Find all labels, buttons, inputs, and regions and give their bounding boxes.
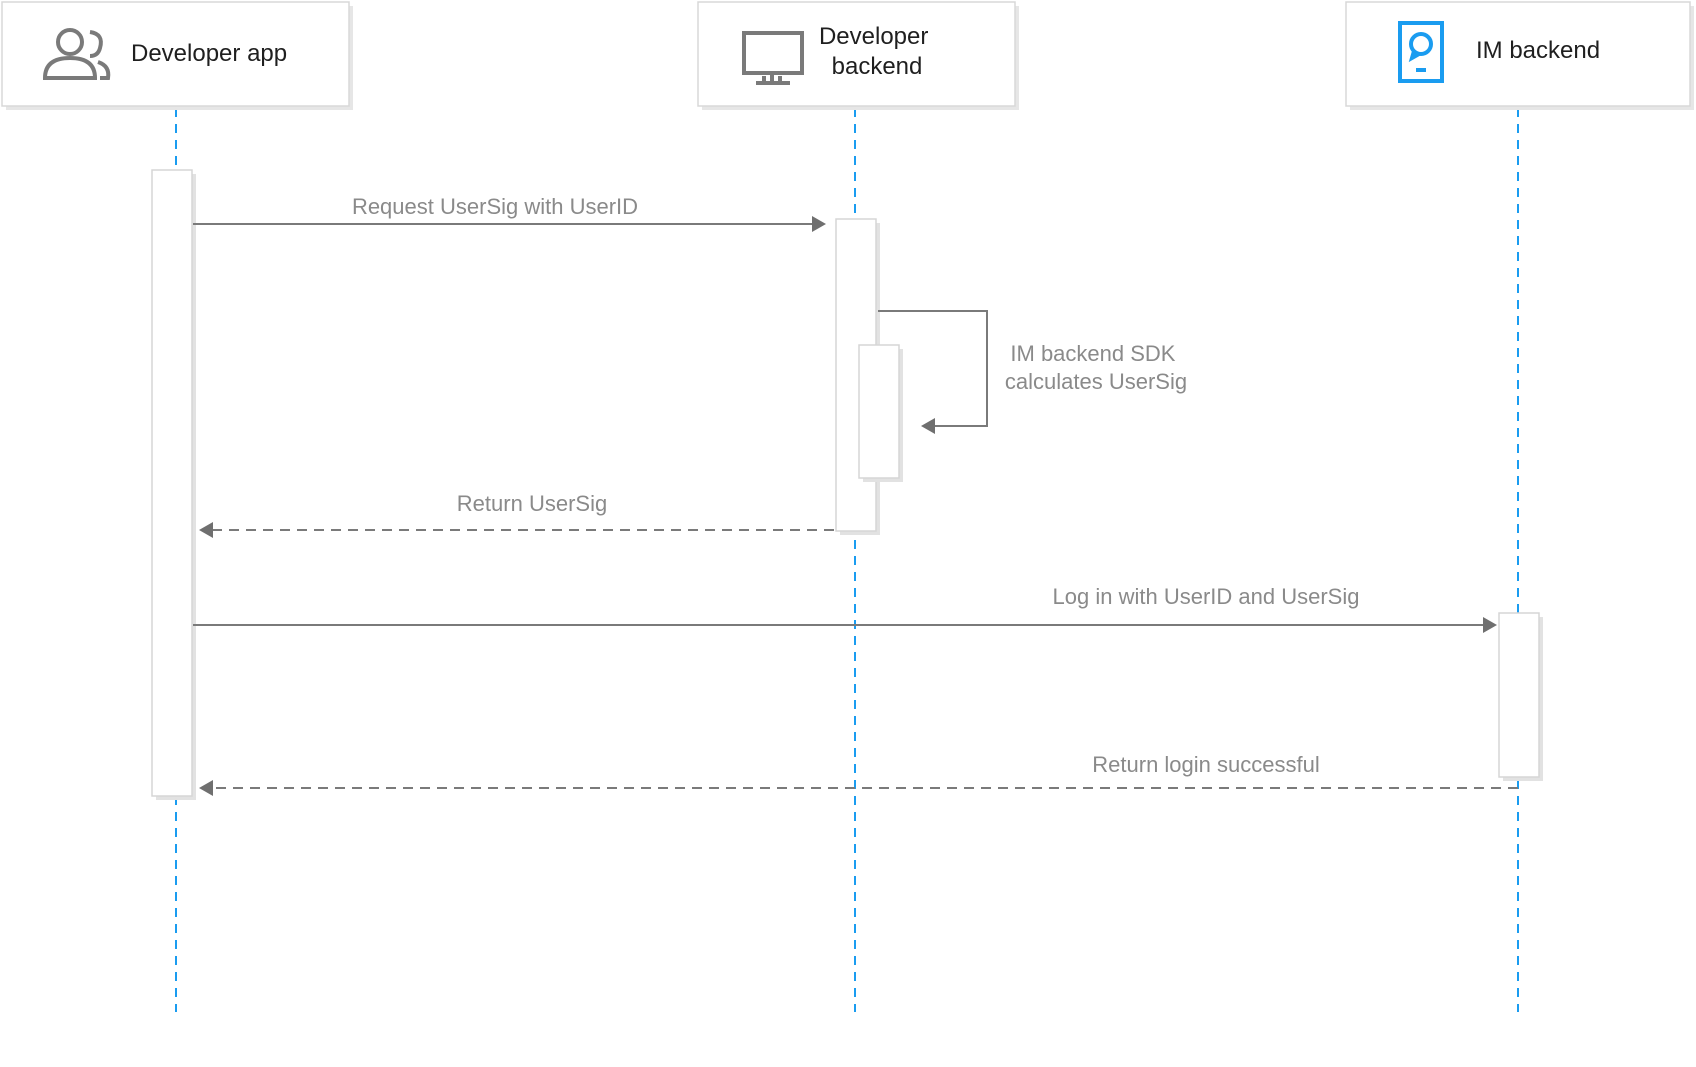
monitor-icon <box>742 31 804 85</box>
actor-im-backend: IM backend <box>1345 1 1694 110</box>
actor-label-line: IM backend <box>1476 37 1600 64</box>
message-self-calc: IM backend SDK calculates UserSig <box>878 310 1187 434</box>
activation-developer-backend-nested <box>858 344 900 479</box>
message-label-line: calculates UserSig <box>1005 369 1187 394</box>
actor-label-developer-backend: Developer backend <box>819 23 935 80</box>
message-arrow-line <box>878 310 988 427</box>
actor-label-line: Developer <box>819 23 928 50</box>
message-label: Return UserSig <box>457 491 607 516</box>
arrow-head <box>921 418 935 434</box>
arrow-head <box>1483 617 1497 633</box>
activation-im-backend <box>1498 612 1540 778</box>
actor-label-developer-app: Developer app <box>131 40 287 67</box>
message-request-usersig: Request UserSig with UserID <box>193 194 826 232</box>
message-label: Request UserSig with UserID <box>352 194 638 219</box>
arrow-head <box>199 780 213 796</box>
users-icon <box>42 28 111 80</box>
message-label: IM backend SDK calculates UserSig <box>1005 341 1187 394</box>
message-login: Log in with UserID and UserSig <box>193 584 1497 633</box>
actor-developer-backend: Developer backend <box>697 1 1019 110</box>
arrow-head <box>199 522 213 538</box>
message-return-usersig: Return UserSig <box>199 491 834 538</box>
message-return-login: Return login successful <box>199 752 1518 796</box>
actor-developer-app: Developer app <box>1 1 353 110</box>
activation-developer-app <box>151 169 193 797</box>
actor-label-line: backend <box>832 53 923 80</box>
arrow-head <box>812 216 826 232</box>
actor-label-line: Developer app <box>131 40 287 67</box>
message-label: Log in with UserID and UserSig <box>1053 584 1360 609</box>
actor-label-im-backend: IM backend <box>1476 37 1600 64</box>
message-label: Return login successful <box>1092 752 1319 777</box>
message-label-line: IM backend SDK <box>1010 341 1175 366</box>
chat-device-icon <box>1398 21 1444 83</box>
